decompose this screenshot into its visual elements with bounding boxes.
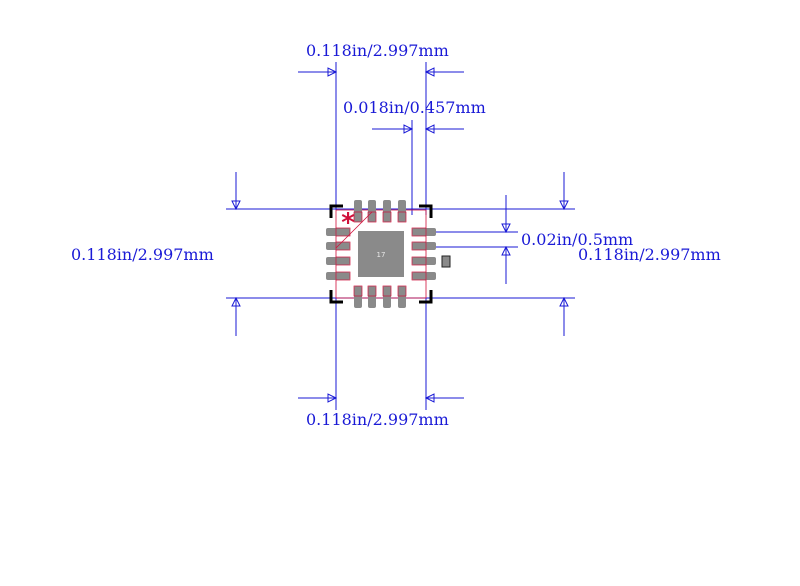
left-pin-outline <box>335 271 351 281</box>
right-pin <box>412 242 436 250</box>
top-pin-outline <box>397 211 407 223</box>
right-height-arrow-top <box>559 200 569 211</box>
bottom-pin-outline <box>353 285 363 297</box>
left-pin <box>326 257 350 265</box>
bottom-arrow-right <box>424 393 435 403</box>
side-marker <box>441 255 451 268</box>
corner-top-right <box>419 204 433 218</box>
left-pin-outline <box>335 227 351 237</box>
right-height-label: 0.118in/2.997mm <box>578 245 721 264</box>
pitch-arrow-bottom <box>501 245 511 256</box>
bottom-width-label: 0.118in/2.997mm <box>306 410 449 429</box>
right-pin-outline <box>411 241 427 251</box>
right-height-arrow-bottom <box>559 296 569 307</box>
pad-width-label: 0.018in/0.457mm <box>343 98 486 117</box>
top-width-label: 0.118in/2.997mm <box>306 41 449 60</box>
top-arrow-right <box>424 67 435 77</box>
top-pin <box>368 200 376 222</box>
corner-top-left <box>329 204 343 218</box>
pad-arrow-left <box>403 124 414 134</box>
left-pin-outline <box>335 256 351 266</box>
right-pin <box>412 257 436 265</box>
left-pin <box>326 228 350 236</box>
top-pin <box>383 200 391 222</box>
right-pin <box>412 228 436 236</box>
pitch-label: 0.02in/0.5mm <box>521 230 634 249</box>
pin1-diagonal <box>335 211 373 249</box>
bottom-arrow-left <box>327 393 338 403</box>
bottom-pin-outline <box>367 285 377 297</box>
right-pin-outline <box>411 271 427 281</box>
bottom-pin-outline <box>382 285 392 297</box>
pitch-arrow-top <box>501 223 511 234</box>
right-pin-outline <box>411 256 427 266</box>
left-height-label: 0.118in/2.997mm <box>71 245 214 264</box>
top-arrow-left <box>327 67 338 77</box>
pad-arrow-right <box>424 124 435 134</box>
pin1-marker: * <box>341 208 355 238</box>
package-body-outline <box>335 209 427 299</box>
left-height-arrow-top <box>231 200 241 211</box>
bottom-pin <box>398 286 406 308</box>
right-pin <box>412 272 436 280</box>
center-pad-number: 17 <box>377 251 386 259</box>
left-pin-outline <box>335 241 351 251</box>
corner-bottom-right <box>419 290 433 304</box>
left-height-arrow-bottom <box>231 296 241 307</box>
right-pin-outline <box>411 227 427 237</box>
top-pin <box>398 200 406 222</box>
top-pin-outline <box>382 211 392 223</box>
top-pin-outline <box>353 211 363 223</box>
bottom-pin <box>383 286 391 308</box>
left-pin <box>326 272 350 280</box>
corner-bottom-left <box>329 290 343 304</box>
bottom-pin <box>368 286 376 308</box>
center-pad <box>358 231 404 277</box>
top-pin <box>354 200 362 222</box>
bottom-pin <box>354 286 362 308</box>
bottom-pin-outline <box>397 285 407 297</box>
